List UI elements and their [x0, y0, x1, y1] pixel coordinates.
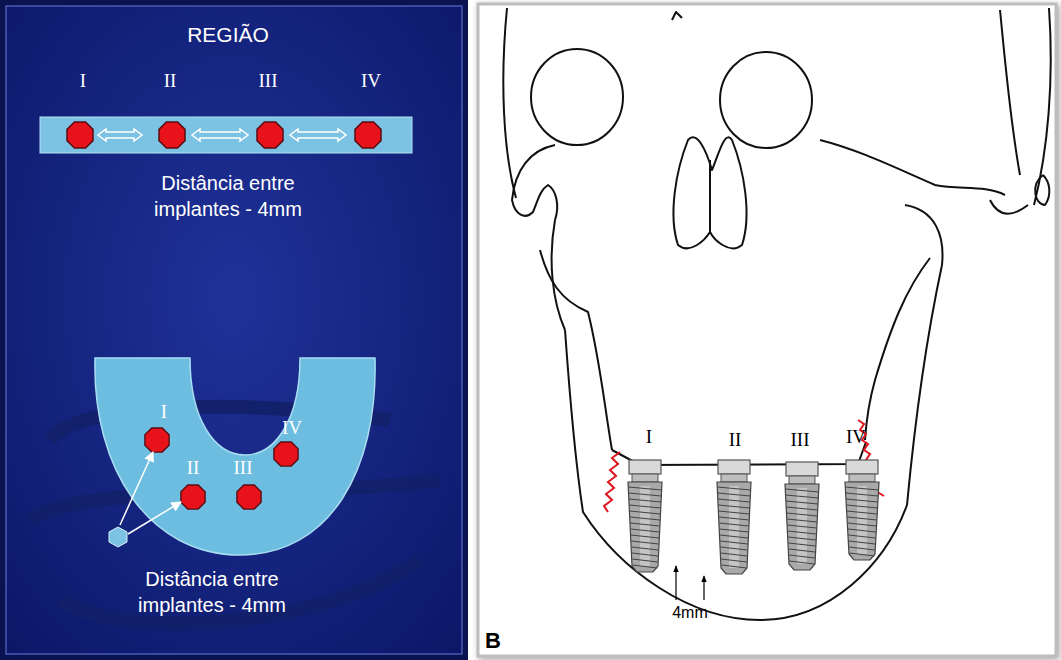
right-panel: [478, 4, 1056, 656]
dental-arch: [95, 358, 375, 555]
implant-octagons: [67, 122, 381, 148]
region-number: IV: [282, 416, 302, 441]
implant: [717, 460, 751, 574]
arch-implants: [145, 428, 298, 509]
skull-drawing: [503, 8, 1050, 620]
left-panel: [0, 0, 468, 660]
panel-frame: [478, 4, 1056, 656]
implant-number: I: [646, 425, 652, 450]
panel-frame: [0, 0, 468, 660]
dimension-label: 4mm: [672, 603, 708, 624]
region-number: II: [164, 69, 177, 94]
dimension-arrows: [676, 566, 704, 600]
distance-note: Distância entre implantes - 4mm: [128, 170, 328, 222]
pointer-arrows: [120, 452, 181, 534]
region-number: III: [234, 456, 253, 481]
panel-ground: [6, 6, 462, 654]
region-number: I: [80, 69, 86, 94]
region-number: II: [187, 456, 200, 481]
hexagon-symbol: [109, 527, 127, 547]
implant: [845, 460, 879, 560]
distance-note: Distância entre implantes - 4mm: [112, 566, 312, 618]
double-arrows: [98, 129, 346, 141]
implant-number: II: [729, 428, 742, 453]
dental-implants: [628, 460, 879, 574]
implant: [785, 462, 819, 570]
region-number: III: [259, 69, 278, 94]
panel-letter: B: [485, 627, 501, 656]
implant: [628, 460, 662, 572]
region-heading: REGIÃO: [187, 21, 269, 48]
region-number: I: [161, 400, 167, 425]
bone-bar: [40, 117, 412, 153]
region-number: IV: [361, 69, 381, 94]
implant-number: IV: [846, 425, 866, 450]
implant-number: III: [791, 428, 810, 453]
